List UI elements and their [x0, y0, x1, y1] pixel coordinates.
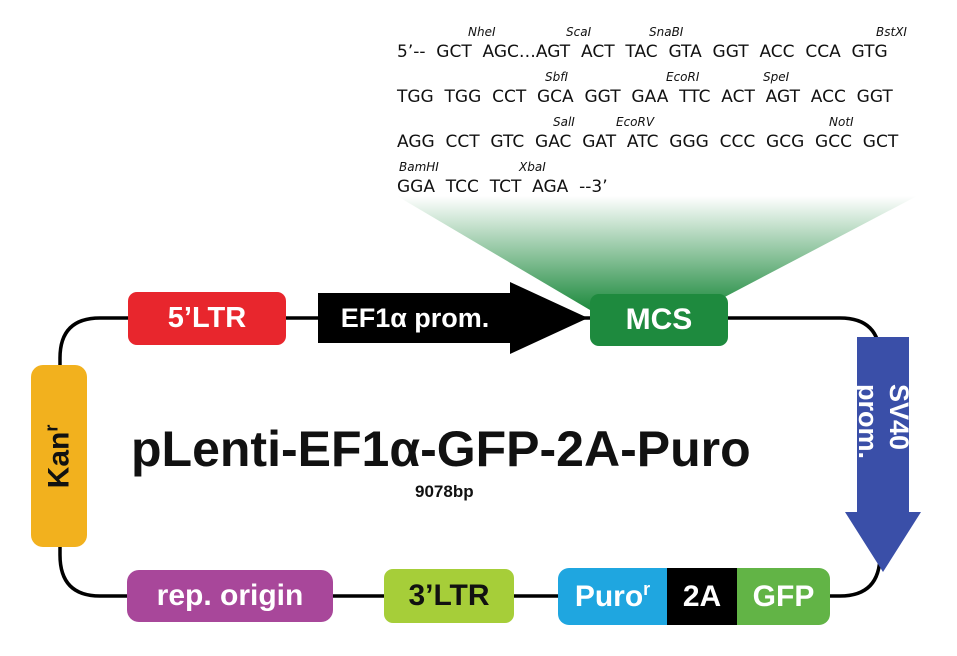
ltr5-box: 5’LTR — [128, 292, 286, 345]
mcs-box: MCS — [590, 294, 728, 346]
enzyme-label: SpeI — [763, 70, 790, 84]
enzyme-label: NheI — [468, 25, 496, 39]
mcs-sequence-line-4: GGA TCC TCT AGA --3’ — [397, 177, 608, 197]
sv40-label-box: SV40 prom. — [853, 384, 914, 492]
enzyme-label: EcoRV — [616, 115, 655, 129]
enzyme-label: NotI — [829, 115, 854, 129]
sv40-label: SV40 prom. — [853, 384, 914, 460]
mcs-sequence-line-3: AGG CCT GTC GAC GAT ATC GGG CCC GCG GCC … — [397, 132, 899, 152]
enzyme-label: BstXI — [876, 25, 907, 39]
enzyme-label: SnaBI — [649, 25, 684, 39]
puro-label: Puror — [574, 579, 651, 613]
ltr5-label: 5’LTR — [167, 302, 247, 334]
promoter-arrow — [318, 282, 588, 354]
mcs-funnel — [397, 196, 917, 310]
puro-box: Puror — [558, 568, 667, 625]
promoter-label: EF1α prom. — [340, 302, 490, 333]
plasmid-size: 9078bp — [415, 482, 474, 501]
rep-origin-label: rep. origin — [156, 579, 304, 612]
backbone-line — [58, 316, 882, 598]
gfp-box: GFP — [737, 568, 830, 625]
mcs-sequence-line-1: 5’-- GCT AGC…AGT ACT TAC GTA GGT ACC CCA… — [397, 42, 888, 62]
sv40-arrow — [845, 337, 921, 572]
ltr3-box: 3’LTR — [384, 569, 514, 623]
kan-label: Kanr — [41, 424, 76, 488]
enzyme-label: XbaI — [519, 160, 546, 174]
enzyme-label: SalI — [553, 115, 575, 129]
kan-box: Kanr — [31, 365, 87, 547]
promoter-label-box: EF1α prom. — [320, 293, 510, 343]
fusion-cassette: Puror 2A GFP — [558, 568, 830, 625]
t2a-box: 2A — [667, 568, 737, 625]
plasmid-name: pLenti-EF1α-GFP-2A-Puro — [131, 421, 751, 477]
enzyme-label: BamHI — [399, 160, 439, 174]
enzyme-label: EcoRI — [666, 70, 700, 84]
mcs-sequence-line-2: TGG TGG CCT GCA GGT GAA TTC ACT AGT ACC … — [397, 87, 893, 107]
gfp-label: GFP — [752, 579, 815, 613]
mcs-label: MCS — [625, 303, 693, 336]
enzyme-label: ScaI — [566, 25, 592, 39]
t2a-label: 2A — [682, 579, 722, 613]
ltr3-label: 3’LTR — [408, 579, 490, 612]
rep-origin-box: rep. origin — [127, 570, 333, 622]
enzyme-label: SbfI — [545, 70, 568, 84]
